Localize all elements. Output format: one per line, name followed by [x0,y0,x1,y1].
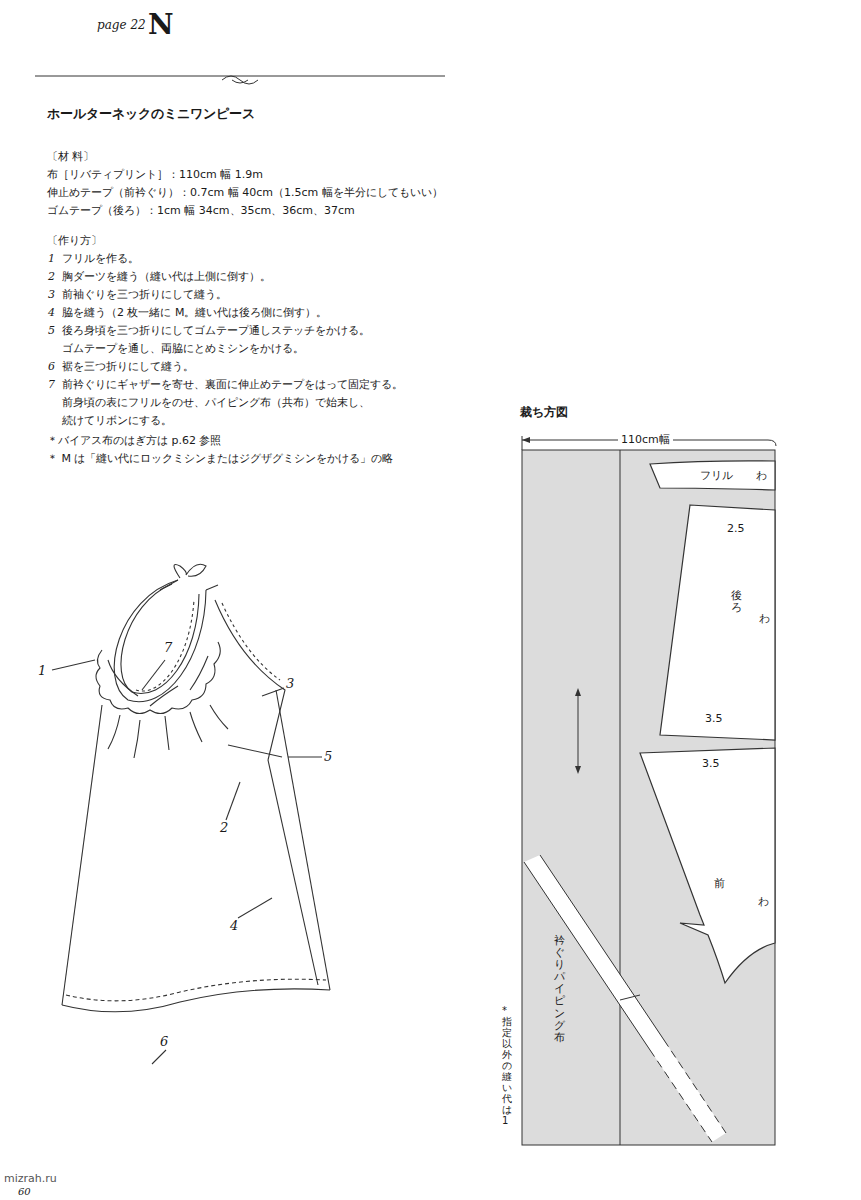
section-letter: N [148,8,174,42]
callout-number: 7 [164,640,172,656]
piece-name: フリル [700,469,733,482]
piece-outline [655,500,776,745]
diagram-heading: 裁ち方図 [520,405,568,419]
step-text: 後ろ身頃を三つ折りにしてゴムテープ通しステッチをかける。 [62,324,370,337]
fold-mark: わ [756,469,767,482]
step-text: 脇を縫う（2 枚一緒に M。縫い代は後ろ側に倒す）。 [62,306,327,319]
step-text: 前身頃の表にフリルをのせ、パイピング布（共布）で始末し、 [62,396,370,409]
step-text: 胸ダーツを縫う（縫い代は上側に倒す）。 [62,270,271,283]
fold-mark: わ [758,895,769,908]
material-line: 伸止めテープ（前衿ぐり）：0.7cm 幅 40cm（1.5cm 幅を半分にしても… [47,186,443,199]
callout-number: 6 [160,1034,168,1050]
step-number: 7 [48,378,55,391]
step-number: 5 [48,324,55,337]
fold-mark: わ [759,612,770,625]
dimension: 110cm幅 [618,433,673,446]
step-text: 前衿ぐりにギャザーを寄せ、裏面に伸止めテープをはって固定する。 [62,378,403,391]
callout-number: 5 [324,749,332,765]
step-text: 前袖ぐりを三つ折りにして縫う。 [62,288,227,301]
seam-allowance: 3.5 [702,757,720,770]
title: ホールターネックのミニワンピース [47,106,255,122]
section-heading: 〔材 料〕 [47,150,95,163]
note: ＊バイアス布のはぎ方は p.62 参照 [47,434,221,447]
step-text: フリルを作る。 [62,252,139,265]
pattern-piece: フリル わ [648,458,776,492]
step-number: 2 [48,270,55,283]
watermark: mizrah.ru [4,1172,57,1185]
step-text: 裾を三つ折りにして縫う。 [62,360,194,373]
step-number: 6 [48,360,55,373]
piece-name: 前 [714,877,725,890]
page-number: 60 [18,1186,31,1198]
step-number: 4 [48,306,55,319]
pattern-piece: 3.5 前わ [630,745,776,990]
piece-name: 後ろ [731,590,742,614]
material-line: ゴムテープ（後ろ）：1cm 幅 34cm、35cm、36cm、37cm [47,204,355,217]
step-number: 1 [48,252,55,265]
page-ref: page 22 [97,18,146,32]
material-line: 布［リバティプリント］：110cm 幅 1.9m [47,168,263,181]
seam-allowance: 3.5 [705,712,723,725]
callout-number: 3 [286,676,294,692]
section-heading: 〔作り方〕 [47,234,102,247]
step-text: 続けてリボンにする。 [62,414,172,427]
callout-number: 2 [220,820,228,836]
step-text: ゴムテープを通し、両脇にとめミシンをかける。 [62,342,304,355]
seam-allowance: 2.5 [727,522,745,535]
callout-number: 1 [38,663,46,679]
piece-outline [630,745,776,990]
piece-label: 衿ぐりパイピング布 [554,935,565,1044]
step-number: 3 [48,288,55,301]
pattern-piece: 2.5 後ろわ 3.5 [655,500,776,745]
note: ＊ M は「縫い代にロックミシンまたはジグザグミシンをかける」の略 [47,452,393,465]
note: *指定以外の縫い代は1 [502,1005,512,1126]
callout-number: 4 [230,918,238,934]
